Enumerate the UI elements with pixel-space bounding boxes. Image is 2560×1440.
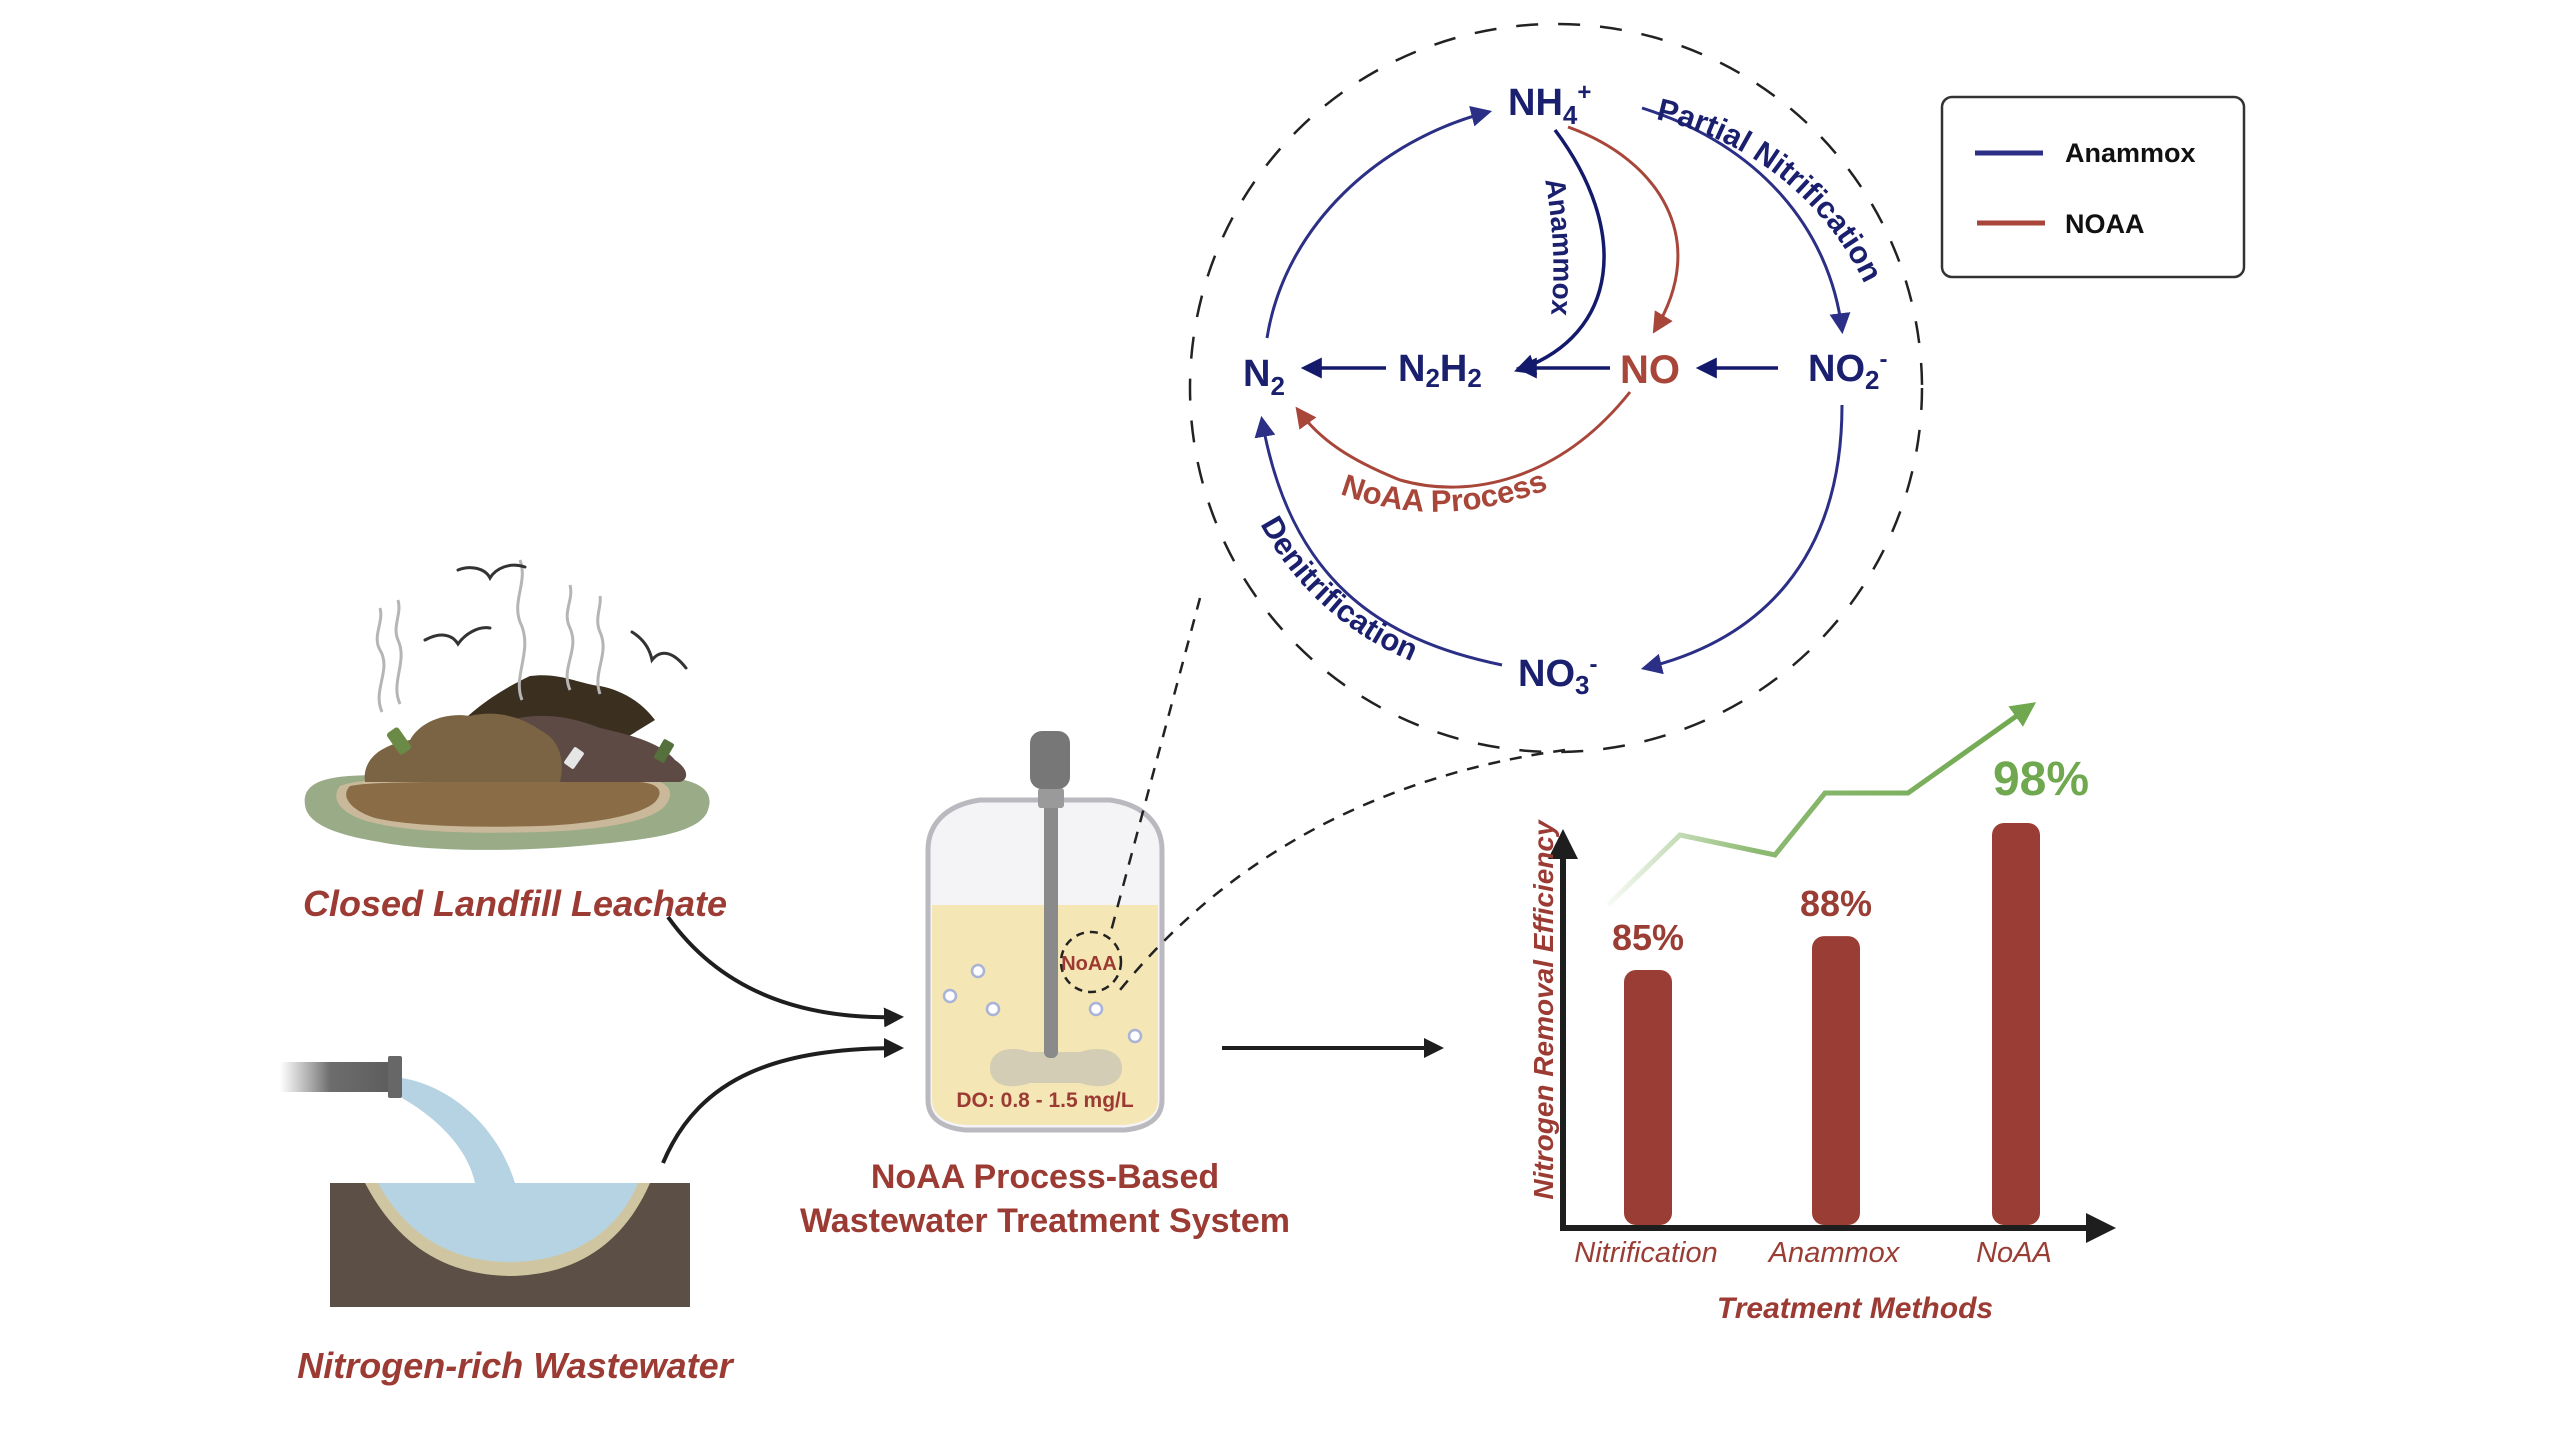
y-axis-label: Nitrogen Removal Efficiency bbox=[1528, 819, 1559, 1200]
wastewater-illustration bbox=[280, 1056, 690, 1307]
n2-to-nh4-arrow bbox=[1265, 106, 1493, 339]
bird-icons bbox=[423, 563, 688, 670]
reactor-noaa-label: NoAA bbox=[1061, 953, 1117, 975]
efficiency-bar-chart: 85% Nitrification 88% Anammox 98% NoAA Nitrog… bbox=[1528, 702, 2116, 1325]
pipe-flange bbox=[388, 1056, 402, 1098]
nh4-to-no2-arrow bbox=[1641, 106, 1851, 335]
cycle-boundary bbox=[1188, 22, 1924, 754]
air-bubbles bbox=[942, 963, 1143, 1044]
odor-fumes bbox=[375, 559, 605, 713]
bar-noaa bbox=[1992, 823, 2040, 1225]
discharge-pipe bbox=[280, 1062, 392, 1092]
legend-label-noaa: NOAA bbox=[2065, 209, 2145, 239]
water-stream bbox=[402, 1078, 515, 1183]
landfill-pile-brown bbox=[364, 713, 562, 782]
value-label-anammox: 88% bbox=[1800, 883, 1872, 924]
bird-icon bbox=[456, 563, 527, 582]
bar-anammox bbox=[1812, 936, 1860, 1225]
impeller bbox=[990, 1048, 1122, 1087]
zoom-connector-left bbox=[1108, 597, 1202, 936]
landfill-to-reactor-arrow bbox=[666, 915, 904, 1028]
nh4-to-no-red-arrow bbox=[1567, 125, 1680, 334]
stirrer-motor bbox=[1030, 731, 1070, 789]
species-n2: N2 bbox=[1243, 353, 1285, 401]
bubble-icon bbox=[985, 1001, 1001, 1017]
bubble-icon bbox=[970, 963, 986, 979]
trend-arrow bbox=[1606, 702, 2037, 907]
species-no2: NO2- bbox=[1808, 346, 1887, 395]
label-noaa-process: NoAA Process bbox=[1337, 463, 1551, 519]
label-denitrification: Denitrification bbox=[1254, 510, 1423, 668]
no-to-n2-red-arrow bbox=[1295, 391, 1632, 489]
species-no: NO bbox=[1620, 348, 1680, 392]
species-nh4: NH4+ bbox=[1508, 79, 1591, 130]
anammox-arrow bbox=[1514, 128, 1606, 375]
bottle-icon bbox=[386, 727, 412, 755]
noaa-zoom-circle bbox=[1059, 930, 1123, 994]
label-anammox-pathway: Anammox bbox=[1539, 176, 1578, 317]
landfill-soil bbox=[346, 782, 660, 827]
label-partial-nitrification: Partial Nitrification bbox=[1654, 92, 1890, 288]
bubble-icon bbox=[942, 988, 958, 1004]
legend: Anammox NOAA bbox=[1940, 95, 2246, 279]
bottle-icon bbox=[654, 739, 674, 763]
pond-water bbox=[378, 1183, 638, 1262]
bottle-icon bbox=[564, 747, 584, 769]
nitrogen-cycle: NH4+ N2 N2H2 NO NO2- NO3- Partial Nitrif… bbox=[1188, 22, 1924, 754]
reactor-title-line2: Wastewater Treatment System bbox=[800, 1202, 1290, 1240]
zoom-connector-right bbox=[1119, 748, 1566, 991]
landfill-label: Closed Landfill Leachate bbox=[303, 883, 727, 924]
shaft-collar bbox=[1038, 788, 1064, 808]
category-label-noaa: NoAA bbox=[1976, 1237, 2052, 1269]
reactor-title-line1: NoAA Process-Based bbox=[871, 1158, 1219, 1196]
bubble-icon bbox=[1088, 1001, 1104, 1017]
species-n2h2: N2H2 bbox=[1398, 348, 1482, 393]
landfill-illustration bbox=[304, 559, 710, 850]
legend-box bbox=[1940, 95, 2246, 279]
bar-nitrification bbox=[1624, 970, 1672, 1225]
reactor: NoAA DO: 0.8 - 1.5 mg/L bbox=[925, 731, 1165, 1133]
wastewater-label: Nitrogen-rich Wastewater bbox=[297, 1345, 734, 1386]
stirrer-shaft bbox=[1044, 790, 1058, 1058]
bird-icon bbox=[423, 626, 492, 647]
species-no3: NO3- bbox=[1518, 651, 1597, 700]
dissolved-oxygen-label: DO: 0.8 - 1.5 mg/L bbox=[956, 1089, 1134, 1112]
bubble-icon bbox=[1127, 1028, 1143, 1044]
x-axis-label: Treatment Methods bbox=[1717, 1292, 1993, 1325]
value-label-nitrification: 85% bbox=[1612, 917, 1684, 958]
legend-label-anammox: Anammox bbox=[2065, 138, 2196, 168]
no2-to-no3-arrow bbox=[1640, 404, 1844, 675]
bird-icon bbox=[630, 630, 688, 670]
category-label-nitrification: Nitrification bbox=[1574, 1237, 1717, 1269]
no3-to-n2-arrow bbox=[1254, 415, 1503, 667]
wastewater-to-reactor-arrow bbox=[661, 1038, 904, 1164]
value-label-noaa: 98% bbox=[1993, 753, 2089, 806]
category-label-anammox: Anammox bbox=[1767, 1237, 1901, 1269]
